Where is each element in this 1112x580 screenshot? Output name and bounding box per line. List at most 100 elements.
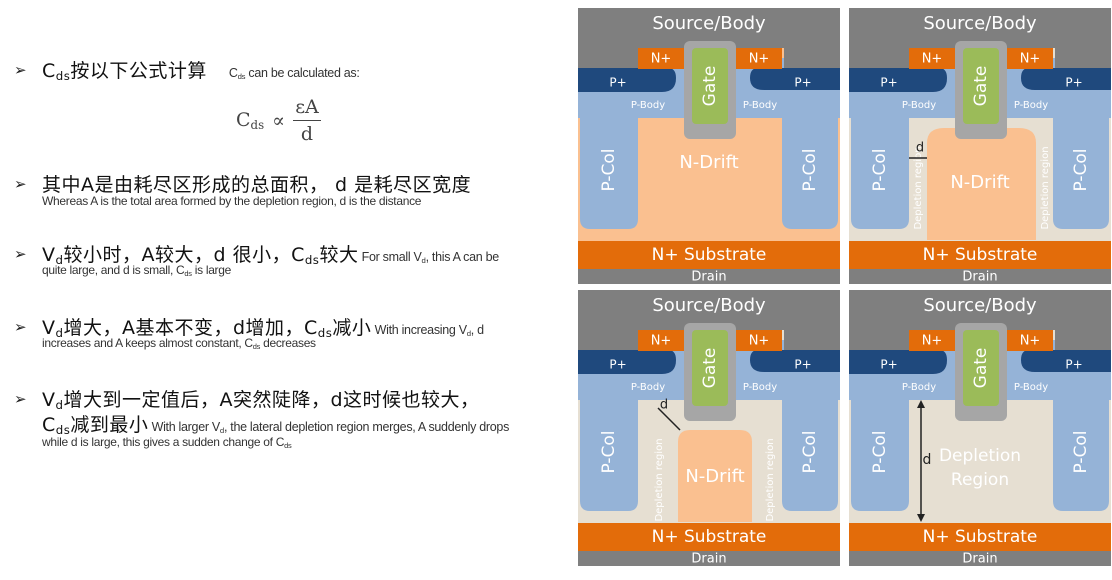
source-metal-right [784, 330, 840, 352]
english-text: Whereas A is the total area formed by th… [42, 194, 422, 208]
d-width-arrow [657, 407, 681, 431]
formula-numerator: εA [295, 96, 319, 118]
source-metal-left [849, 48, 909, 70]
gate-electrode [692, 330, 728, 406]
n-drift-region [678, 430, 752, 522]
n-plus-label: N+ [1020, 52, 1041, 67]
arrow-bullet-icon: ➢ [14, 245, 27, 263]
n-plus-label: N+ [651, 52, 672, 67]
english-text-inline: With larger Vd, the lateral depletion re… [148, 420, 510, 435]
n-plus-left [909, 48, 955, 69]
p-col-label: P-Col [800, 430, 820, 473]
n-plus-label: N+ [749, 334, 770, 349]
p-plus-left [578, 68, 676, 92]
gate-label: Gate [700, 66, 720, 107]
d-label: d [660, 398, 668, 413]
p-column-left [580, 395, 638, 511]
drain-label: Drain [962, 552, 997, 567]
chinese-text: Vd增大到一定值后，A突然陡降，d这时候也较大， [42, 389, 480, 412]
drain-label: Drain [962, 270, 997, 285]
n-plus-right [1007, 330, 1053, 351]
source-body-label: Source/Body [652, 295, 766, 316]
gate-label: Gate [700, 348, 720, 389]
source-metal-left [578, 330, 638, 352]
p-col-label: P-Col [599, 148, 619, 191]
p-col-label: P-Col [870, 430, 890, 473]
p-column-left [580, 113, 638, 229]
p-column-right [1053, 113, 1109, 229]
p-col-label: P-Col [1071, 148, 1091, 191]
n-plus-right [1007, 48, 1053, 69]
n-plus-label: N+ [922, 334, 943, 349]
p-body-label: P-Body [743, 382, 777, 393]
arrow-bullet-icon: ➢ [14, 318, 27, 336]
depletion-region-label: Depletion [939, 446, 1021, 466]
arrow-bullet-icon: ➢ [14, 390, 27, 408]
gate-electrode [692, 48, 728, 124]
p-col-label: P-Col [599, 430, 619, 473]
n-drift-label: N-Drift [679, 152, 738, 173]
arrow-bullet-icon: ➢ [14, 61, 27, 79]
p-body-label: P-Body [902, 100, 936, 111]
drain-label: Drain [691, 270, 726, 285]
p-plus-label: P+ [794, 76, 811, 90]
drain-metal [849, 269, 1111, 284]
drain-metal [849, 551, 1111, 566]
n-plus-substrate-label: N+ Substrate [652, 245, 767, 265]
p-column-left [851, 395, 909, 511]
p-plus-right [750, 68, 840, 90]
p-column-left [851, 113, 909, 229]
n-plus-substrate [578, 241, 840, 269]
n-drift-label: N-Drift [950, 172, 1009, 193]
arrow-bullet-icon: ➢ [14, 175, 27, 193]
n-plus-label: N+ [1020, 334, 1041, 349]
source-metal-left [849, 330, 909, 352]
p-plus-label: P+ [1065, 76, 1082, 90]
n-plus-left [909, 330, 955, 351]
p-plus-label: P+ [880, 76, 897, 90]
drain-metal [578, 551, 840, 566]
p-body-label: P-Body [1014, 100, 1048, 111]
english-text: while d is large, this gives a sudden ch… [42, 435, 292, 450]
p-plus-right [1021, 68, 1111, 90]
gate-electrode [963, 330, 999, 406]
p-column-right [782, 113, 838, 229]
chinese-text: Vd较小时，A较大，d 很小，Cds较大 For small Vd, this … [42, 244, 499, 267]
p-plus-label: P+ [1065, 358, 1082, 372]
source-body-label: Source/Body [923, 295, 1037, 316]
english-text-inline: Cds can be calculated as: [228, 66, 360, 81]
n-plus-label: N+ [922, 52, 943, 67]
chinese-text: Vd增大，A基本不变，d增加，Cds减小 With increasing Vd,… [42, 317, 484, 340]
source-body-label: Source/Body [652, 13, 766, 34]
p-body-label: P-Body [631, 382, 665, 393]
n-drift-label: N-Drift [685, 466, 744, 487]
english-text-inline: With increasing Vd, d [371, 323, 484, 338]
depletion-region-label: Depletion region [654, 438, 665, 521]
n-plus-substrate-label: N+ Substrate [923, 527, 1038, 547]
english-text: quite large, and d is small, Cds is larg… [42, 263, 232, 278]
source-metal-right [784, 48, 840, 70]
chinese-text: 其中A是由耗尽区形成的总面积， d 是耗尽区宽度 [42, 174, 472, 196]
gate-electrode [963, 48, 999, 124]
p-col-label: P-Col [1071, 430, 1091, 473]
depletion-region-label: Region [951, 470, 1009, 490]
source-metal-right [1055, 48, 1111, 70]
p-plus-left [849, 68, 947, 92]
p-body-label: P-Body [631, 100, 665, 111]
source-metal-left [578, 48, 638, 70]
n-plus-label: N+ [651, 334, 672, 349]
proportional-symbol: ∝ [272, 109, 285, 132]
depletion-region-label: Depletion region [1040, 146, 1051, 229]
p-plus-label: P+ [609, 358, 626, 372]
formula-fraction: εA d [292, 96, 321, 145]
n-drift-region [927, 128, 1036, 240]
p-column-right [782, 395, 838, 511]
p-col-label: P-Col [870, 148, 890, 191]
formula-lhs: Cds [236, 109, 265, 132]
source-body-label: Source/Body [923, 13, 1037, 34]
p-plus-right [1021, 350, 1111, 372]
